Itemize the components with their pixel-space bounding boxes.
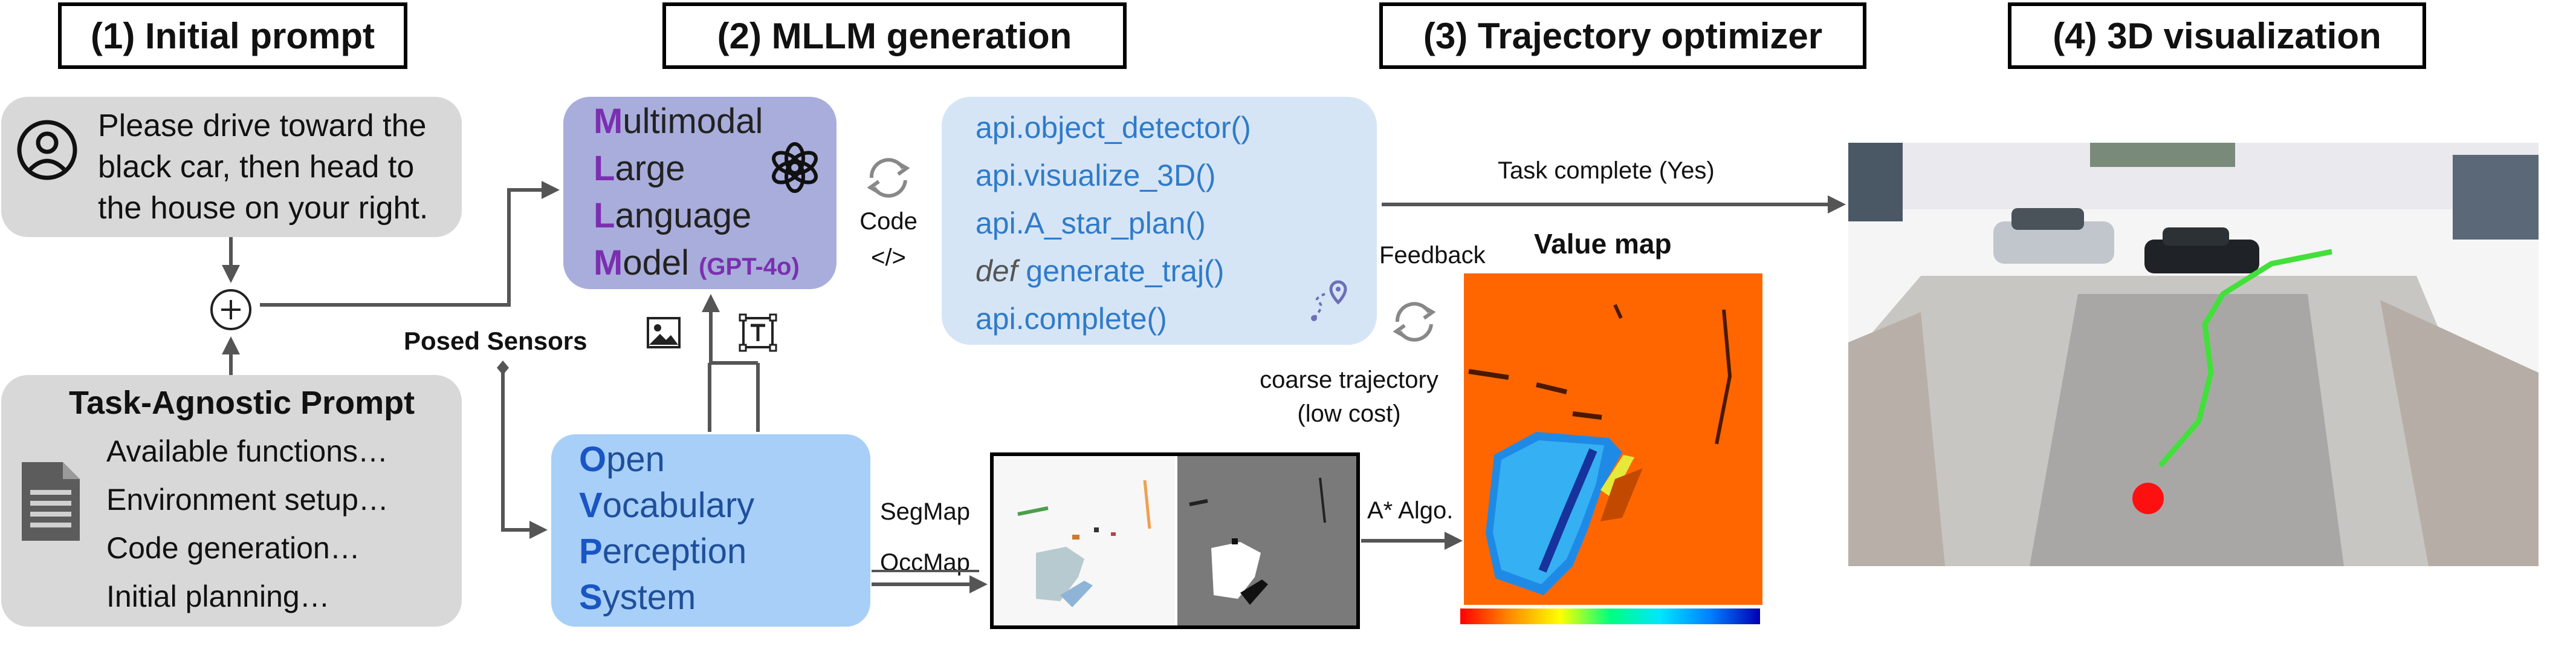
segmap-label: SegMap (880, 498, 970, 525)
open-vocabulary-perception-box: Open Vocabulary Perception System (551, 434, 870, 627)
stage-3d-visualization: (4) 3D visualization (2008, 2, 2426, 69)
list-item: Code generation… (106, 531, 360, 565)
astar-label: A* Algo. (1367, 497, 1454, 524)
code-line: api.A_star_plan() (976, 206, 1206, 240)
code-line: api.object_detector() (976, 111, 1251, 145)
document-icon (22, 462, 80, 541)
task-agnostic-list: Available functions… Environment setup… … (106, 427, 389, 621)
list-item: Initial planning… (106, 579, 330, 613)
code-label: Code (859, 208, 917, 235)
list-item: Available functions… (106, 434, 389, 468)
feedback-label: Feedback (1379, 242, 1486, 269)
segmentation-map-image (994, 456, 1175, 625)
route-pin-icon (1311, 280, 1347, 321)
code-line: api.visualize_3D() (976, 158, 1216, 192)
user-prompt-box (1, 97, 462, 237)
stage-trajectory-optimizer: (3) Trajectory optimizer (1379, 2, 1866, 69)
value-map-image (1464, 273, 1762, 605)
posed-sensors-label: Posed Sensors (404, 327, 587, 355)
3d-visualization-image (1848, 143, 2539, 566)
code-line: def generate_traj() (976, 254, 1225, 288)
code-tag: </> (871, 244, 906, 271)
task-complete-label: Task complete (Yes) (1498, 157, 1715, 184)
feedback-loop-icon (1393, 302, 1436, 342)
stage-initial-prompt: (1) Initial prompt (58, 2, 407, 69)
segmap-occmap-panel (990, 452, 1360, 629)
refresh-loop-icon (867, 158, 910, 198)
mllm-box: Multimodal Large Language Model (GPT-4o) (563, 97, 837, 289)
combine-plus-icon (210, 289, 251, 330)
occupancy-map-image (1177, 456, 1356, 625)
list-item: Environment setup… (106, 483, 389, 517)
text-input-icon (739, 313, 777, 352)
user-avatar-icon (17, 120, 77, 180)
code-line: api.complete() (976, 302, 1167, 336)
coarse-trajectory-label: coarse trajectory (low cost) (1260, 367, 1438, 427)
task-agnostic-title: Task-Agnostic Prompt (69, 385, 415, 421)
stage-mllm-generation: (2) MLLM generation (662, 2, 1127, 69)
value-map-colorbar (1460, 608, 1760, 624)
image-input-icon (647, 317, 681, 348)
openai-logo-icon (772, 142, 818, 193)
value-map-title: Value map (1534, 228, 1672, 259)
user-prompt-text: Please drive toward the black car, then … (98, 108, 429, 226)
code-api-box: api.object_detector() api.visualize_3D()… (942, 97, 1377, 345)
